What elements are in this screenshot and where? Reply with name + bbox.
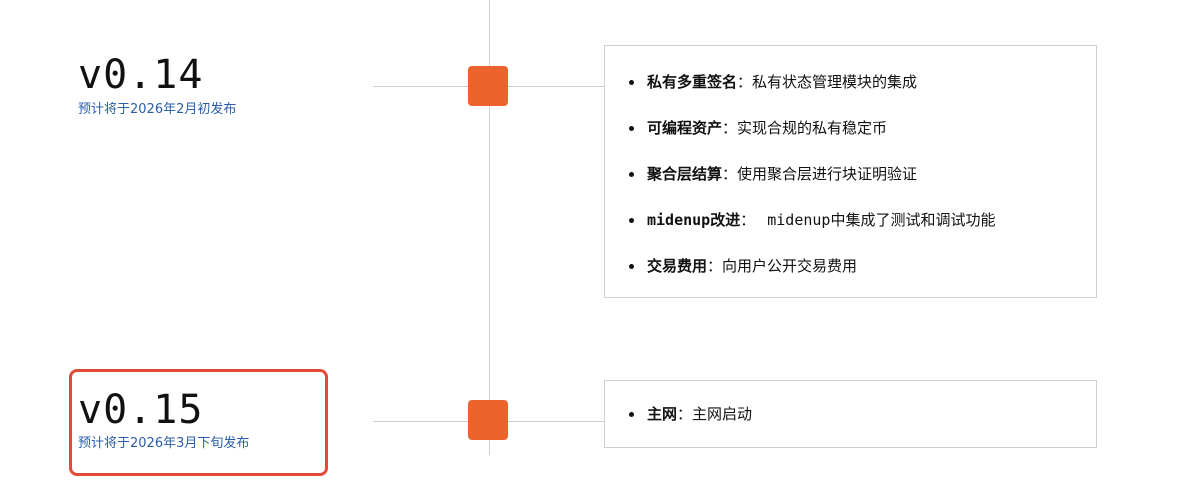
feature-name: 聚合层结算 [647,165,723,183]
release-note: 预计将于2026年3月下旬发布 [78,436,250,451]
feature-item: 聚合层结算：使用聚合层进行块证明验证 [605,163,1096,209]
feature-name: 私有多重签名 [647,73,738,91]
version-title: v0.15 [78,387,204,433]
feature-item: 可编程资产：实现合规的私有稳定币 [605,117,1096,163]
highlight-frame [69,369,328,476]
feature-item: 主网：主网启动 [605,403,1096,449]
feature-separator: ： [737,73,753,91]
feature-separator: ： [722,119,738,137]
timeline-spine [489,0,490,455]
feature-list: 主网：主网启动 [605,403,1096,449]
feature-separator: ： [722,165,738,183]
feature-description: 中集成了测试和调试功能 [830,211,996,229]
feature-item: 交易费用：向用户公开交易费用 [605,255,1096,301]
feature-separator: ： [707,257,723,275]
version-title: v0.14 [78,52,204,98]
timeline-node-marker [468,400,508,440]
release-note: 预计将于2026年2月初发布 [78,102,237,117]
feature-description: 使用聚合层进行块证明验证 [737,165,918,183]
feature-description: 私有状态管理模块的集成 [752,73,918,91]
timeline-connector-right [508,86,604,87]
feature-card: 私有多重签名：私有状态管理模块的集成 可编程资产：实现合规的私有稳定币 聚合层结… [604,45,1097,298]
feature-name-code: midenup [647,211,711,229]
feature-description: 主网启动 [692,405,753,423]
feature-name: 可编程资产 [647,119,723,137]
feature-name: 主网 [647,405,678,423]
timeline-node-marker [468,66,508,106]
feature-separator: ： [740,211,756,229]
timeline-connector-left [373,421,488,422]
feature-description: 向用户公开交易费用 [722,257,858,275]
feature-card: 主网：主网启动 [604,380,1097,448]
feature-item: midenup改进：midenup中集成了测试和调试功能 [605,209,1096,255]
feature-name: 改进 [710,211,741,229]
feature-description: 实现合规的私有稳定币 [737,119,888,137]
timeline-connector-right [508,421,604,422]
feature-item: 私有多重签名：私有状态管理模块的集成 [605,71,1096,117]
feature-name: 交易费用 [647,257,708,275]
feature-separator: ： [677,405,693,423]
feature-description-code: midenup [767,211,831,229]
timeline-connector-left [373,86,488,87]
feature-list: 私有多重签名：私有状态管理模块的集成 可编程资产：实现合规的私有稳定币 聚合层结… [605,71,1096,301]
